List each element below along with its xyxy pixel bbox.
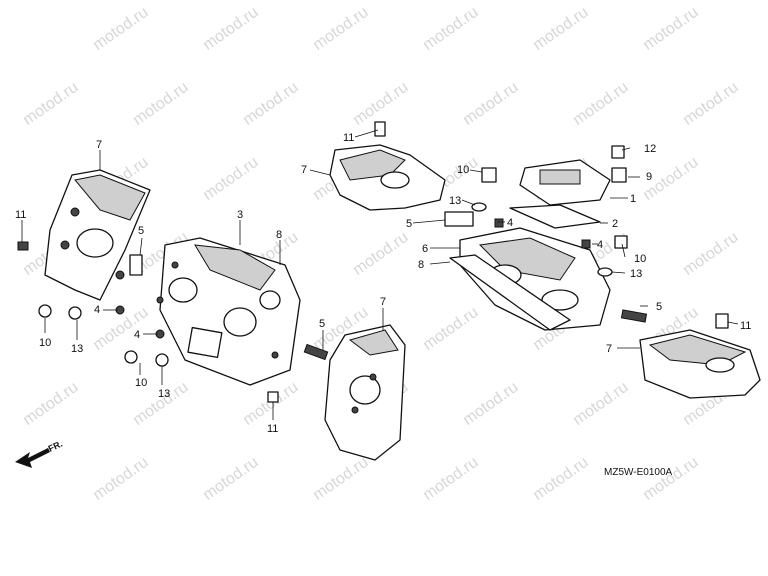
callout-10: 10 — [457, 164, 469, 176]
callout-9: 9 — [646, 171, 652, 183]
diagram-code: MZ5W-E0100A — [604, 467, 673, 478]
callout-8: 8 — [276, 229, 282, 241]
callout-2: 2 — [612, 218, 618, 230]
callout-4: 4 — [94, 304, 100, 316]
small-parts — [17, 121, 729, 403]
callout-5: 5 — [656, 301, 662, 313]
callout-11: 11 — [343, 132, 354, 144]
left-cylinder-head — [156, 237, 301, 386]
callout-5: 5 — [138, 225, 144, 237]
callout-13: 13 — [158, 388, 170, 400]
front-direction-arrow: FR. — [15, 439, 64, 468]
callout-10: 10 — [135, 377, 147, 389]
right-head-cover-lower — [639, 329, 761, 399]
callout-10: 10 — [39, 337, 51, 349]
callout-12: 12 — [644, 143, 656, 155]
callout-11: 11 — [15, 209, 26, 221]
callout-labels: 7 11 5 3 8 4 10 13 4 10 13 5 11 7 11 7 1… — [15, 132, 751, 435]
callout-11: 11 — [740, 320, 751, 332]
callout-7: 7 — [606, 343, 612, 355]
callout-5: 5 — [406, 218, 412, 230]
callout-4: 4 — [597, 239, 603, 251]
callout-1: 1 — [630, 193, 636, 205]
callout-6: 6 — [422, 243, 428, 255]
right-cylinder-head — [449, 227, 611, 331]
callout-7: 7 — [96, 139, 102, 151]
callout-7: 7 — [301, 164, 307, 176]
fr-label: FR. — [47, 439, 64, 454]
gasket-2 — [509, 204, 601, 229]
callout-13: 13 — [449, 195, 461, 207]
callout-5: 5 — [319, 318, 325, 330]
callout-3: 3 — [237, 209, 243, 221]
callout-11: 11 — [267, 423, 278, 435]
right-head-cover-upper — [329, 144, 446, 211]
callout-4: 4 — [507, 217, 513, 229]
callout-4: 4 — [134, 329, 140, 341]
leader-lines — [21, 129, 739, 420]
callout-8: 8 — [418, 259, 424, 271]
callout-13: 13 — [630, 268, 642, 280]
callout-13: 13 — [71, 343, 83, 355]
callout-7: 7 — [380, 296, 386, 308]
left-head-cover — [44, 169, 151, 301]
front-head-cover — [324, 324, 406, 461]
callout-10: 10 — [634, 253, 646, 265]
head-cover-1 — [519, 159, 611, 206]
